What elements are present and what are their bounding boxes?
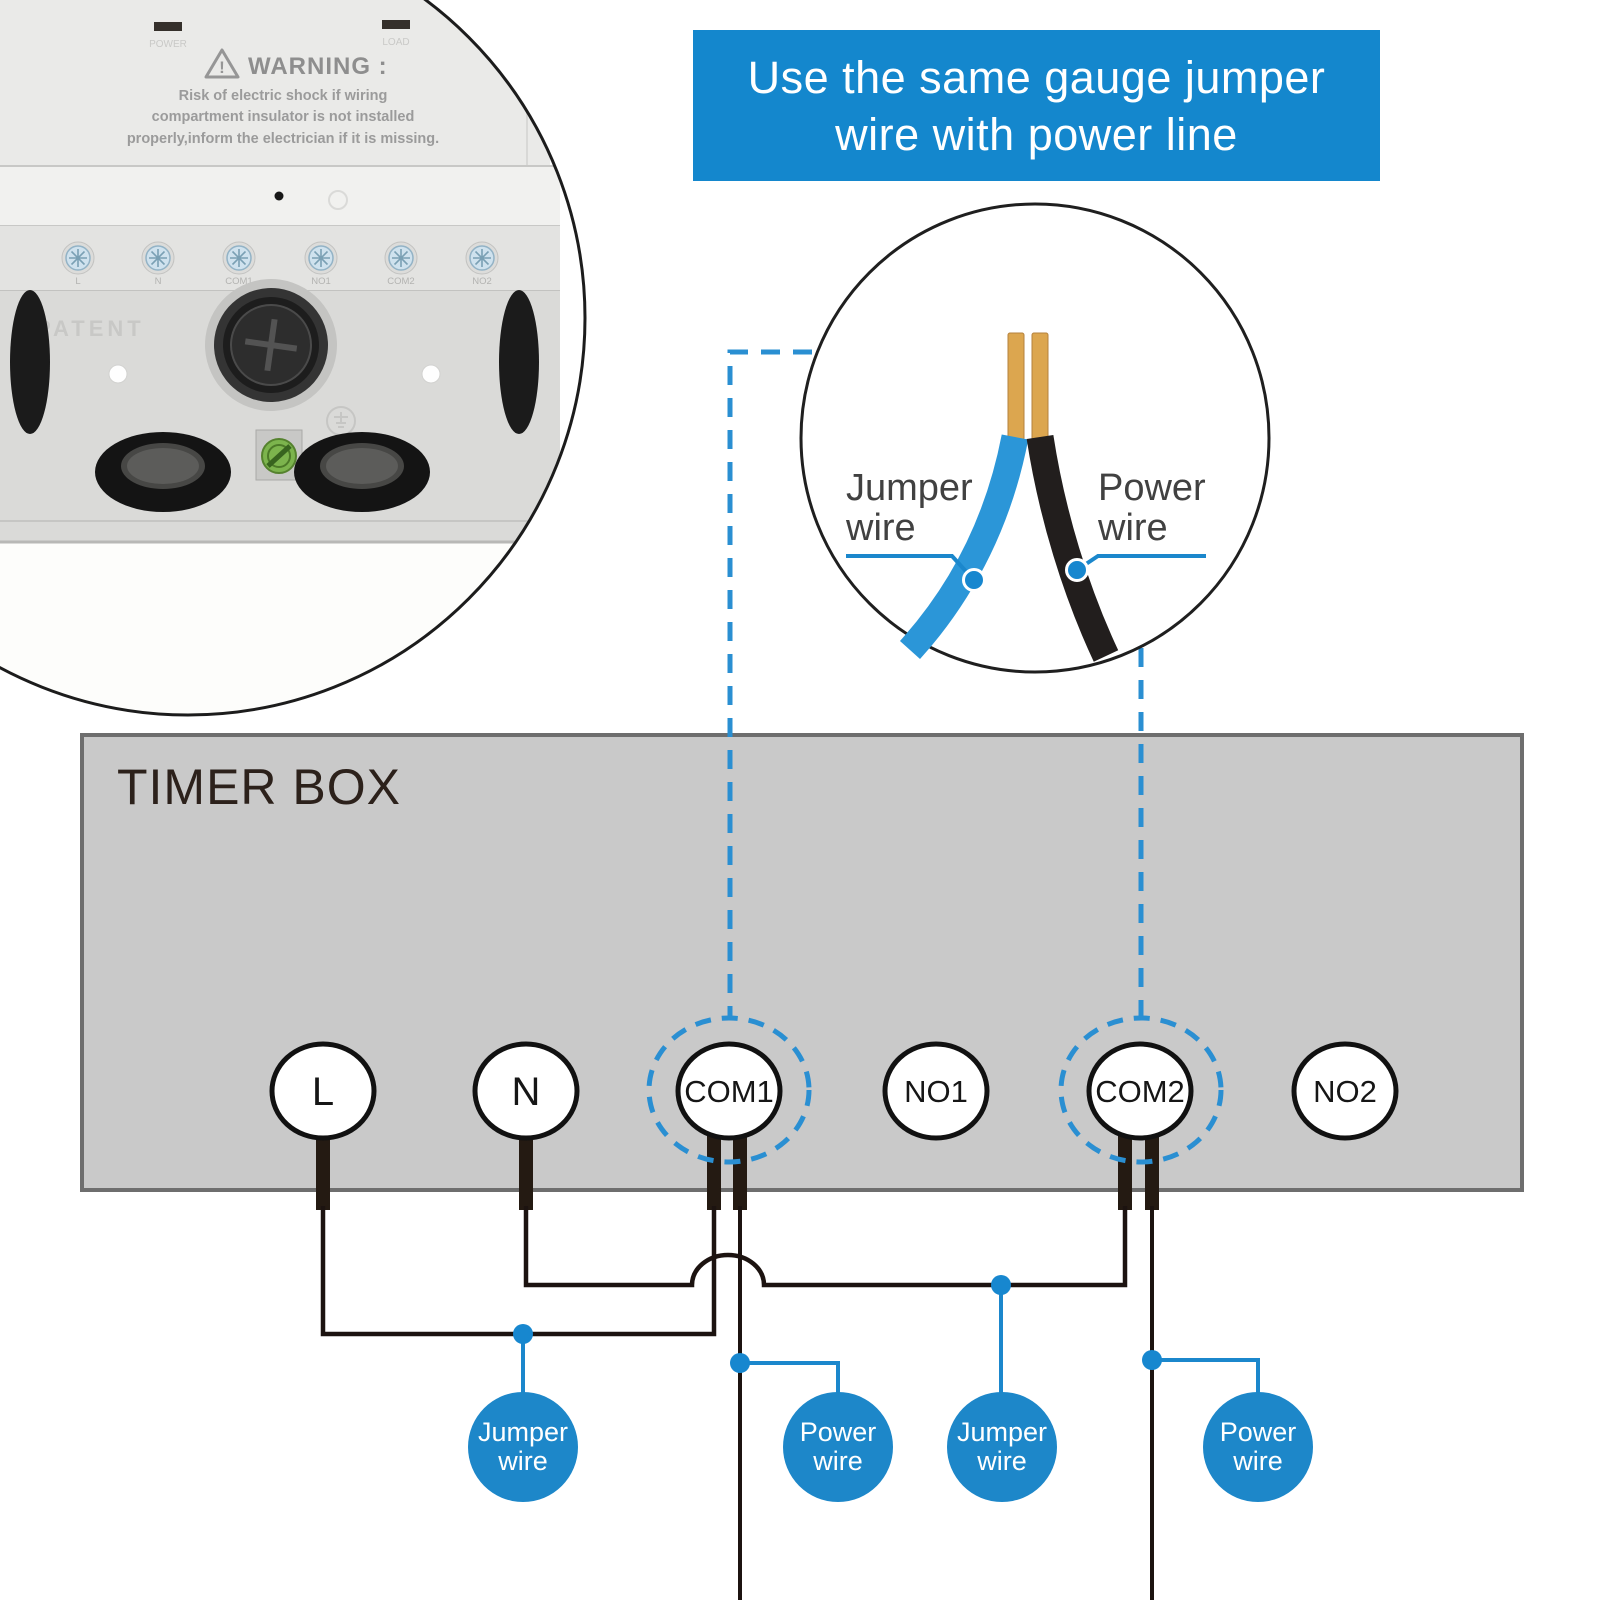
stub-com1-left: [707, 1128, 721, 1210]
bubble-jumper1-line1: Jumper: [478, 1417, 568, 1447]
dashed-highlights: [646, 349, 1224, 1165]
terminal-no2: [1291, 1041, 1399, 1141]
inset-power-label-line1: Power: [1098, 467, 1206, 509]
load-indicator-slot: [382, 20, 410, 29]
terminal-com1: [675, 1041, 783, 1141]
timer-box-title: TIMER BOX: [117, 759, 401, 815]
cover-screw-hole: [274, 191, 284, 201]
stub-com2-left: [1118, 1128, 1132, 1210]
bubble-jumper1: [468, 1392, 578, 1502]
screw-label-no2: NO2: [472, 276, 492, 287]
callout-dot-jumper1: [513, 1324, 533, 1344]
callout-line-power1: [740, 1361, 840, 1394]
warning-line-2: compartment insulator is not installed: [152, 109, 415, 125]
instruction-banner-line2: wire with power line: [835, 108, 1238, 160]
side-knockout-left: [10, 290, 50, 434]
inset-jumper-callout-line: [846, 554, 974, 580]
warning-line-1: Risk of electric shock if wiring: [179, 88, 388, 104]
terminal-no1-label: NO1: [904, 1074, 968, 1109]
inset-power-label-line2: wire: [1097, 507, 1168, 549]
bubble-jumper1-line2: wire: [497, 1446, 548, 1476]
power-indicator-slot: [154, 22, 182, 31]
product-photo: POWER LOAD ! WARNING : Risk of electric …: [0, 0, 587, 717]
screw-label-no1: NO1: [311, 276, 331, 287]
wire-inset: Jumper wire Power wire: [799, 202, 1271, 674]
copper-conductor-left: [1007, 332, 1025, 441]
screw-label-n: N: [155, 276, 162, 287]
inset-jumper-label-line2: wire: [845, 507, 916, 549]
wiring: [316, 1128, 1159, 1600]
instruction-banner: Use the same gauge jumper wire with powe…: [693, 30, 1380, 181]
terminal-no2-label: NO2: [1313, 1074, 1377, 1109]
terminal-n: [472, 1041, 580, 1141]
dashed-circle-com2: [1058, 1015, 1224, 1165]
wire-callouts: Jumper wire Power wire Jumper wire Power…: [468, 1275, 1313, 1502]
dashed-circle-com1: [646, 1015, 812, 1165]
jumper-wire-n-com2: [523, 1206, 1128, 1288]
bubble-power1-line1: Power: [800, 1417, 877, 1447]
mounting-hole-left: [108, 364, 128, 384]
terminals: L N COM1 NO1 COM2 NO2: [269, 1041, 1399, 1141]
bubble-jumper2-line2: wire: [976, 1446, 1027, 1476]
warning-line-3: properly,inform the electrician if it is…: [127, 131, 439, 147]
screw-label-l: L: [75, 276, 80, 287]
bubble-jumper2: [947, 1392, 1057, 1502]
inset-power-dot: [1065, 558, 1089, 582]
stub-l: [316, 1128, 330, 1210]
terminal-n-label: N: [512, 1070, 541, 1114]
bubble-power1-line2: wire: [812, 1446, 863, 1476]
instruction-banner-line1: Use the same gauge jumper: [747, 51, 1326, 103]
screw-label-com2: COM2: [387, 276, 414, 287]
jumper-wire-blue: [899, 434, 1029, 660]
terminal-no1: [882, 1041, 990, 1141]
bubble-power2-line1: Power: [1220, 1417, 1297, 1447]
side-knockout-right: [499, 290, 539, 434]
mounting-hole-right: [421, 364, 441, 384]
jumper-wire-l-com1: [320, 1206, 717, 1337]
stub-com1-right: [733, 1128, 747, 1210]
power-indicator-label: POWER: [149, 39, 187, 50]
dashed-connector-com1: [727, 349, 812, 1016]
center-knockout: [205, 279, 337, 411]
photo-circle-border: [0, 0, 587, 717]
svg-text:!: !: [219, 58, 225, 77]
bubble-power1: [783, 1392, 893, 1502]
warning-triangle-icon: [204, 48, 240, 79]
terminal-com2-label: COM2: [1095, 1074, 1185, 1109]
inset-jumper-label-line1: Jumper: [846, 467, 973, 509]
grommet-left: [95, 432, 231, 512]
bubble-power2-line2: wire: [1232, 1446, 1283, 1476]
terminal-l: [269, 1041, 377, 1141]
load-indicator-label: LOAD: [382, 37, 409, 48]
warning-title: WARNING :: [248, 53, 388, 80]
warning-block: ! WARNING : Risk of electric shock if wi…: [127, 48, 439, 147]
bubble-jumper2-line1: Jumper: [957, 1417, 1047, 1447]
terminal-com1-label: COM1: [684, 1074, 774, 1109]
inset-jumper-dot: [962, 568, 986, 592]
patent-embossing: PATENT: [36, 316, 145, 341]
callout-dot-jumper2: [991, 1275, 1011, 1295]
stub-n: [519, 1128, 533, 1210]
stub-com2-right: [1145, 1128, 1159, 1210]
copper-conductor-right: [1031, 332, 1049, 441]
callout-dot-power1: [730, 1353, 750, 1373]
bubble-power2: [1203, 1392, 1313, 1502]
power-wire-black: [1026, 434, 1119, 662]
callout-dot-power2: [1142, 1350, 1162, 1370]
terminal-l-label: L: [312, 1070, 334, 1114]
terminal-screws: [61, 241, 499, 275]
grommet-right: [294, 432, 430, 512]
screw-label-com1: COM1: [225, 276, 252, 287]
callout-line-power2: [1152, 1358, 1260, 1394]
terminal-com2: [1086, 1041, 1194, 1141]
